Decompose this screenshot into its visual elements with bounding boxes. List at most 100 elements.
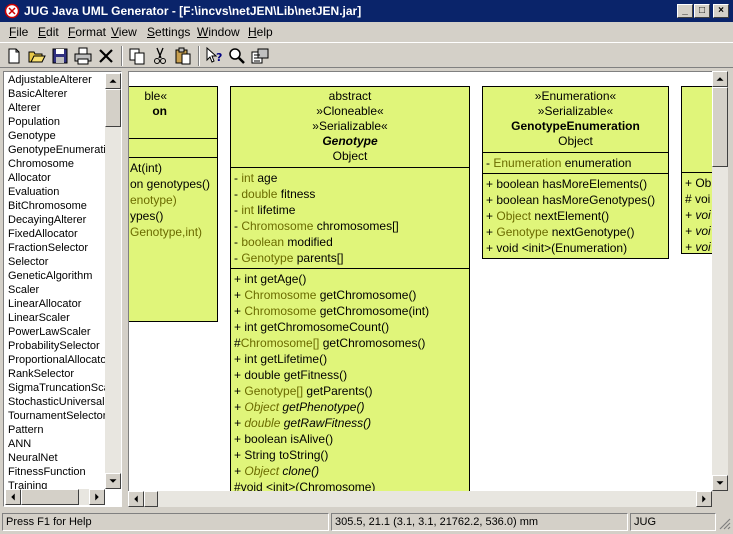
properties-icon[interactable] <box>250 46 270 66</box>
zoom-icon[interactable] <box>227 46 247 66</box>
method-row: #void <init>(Chromosome) <box>234 480 376 491</box>
list-item[interactable]: FixedAllocator <box>8 228 78 240</box>
svg-text:?: ? <box>216 51 222 64</box>
scroll-left-button[interactable] <box>128 491 144 507</box>
list-item[interactable]: StochasticUniversal <box>8 396 105 408</box>
scroll-up-button[interactable] <box>105 73 121 89</box>
open-icon[interactable] <box>27 46 47 66</box>
stereotype: ble« <box>144 89 167 103</box>
cut-icon[interactable] <box>150 46 170 66</box>
field-row: - boolean modified <box>234 235 333 249</box>
menu-format[interactable]: Format <box>68 25 107 39</box>
scroll-thumb[interactable] <box>21 489 79 505</box>
fields-section <box>129 139 217 158</box>
print-icon[interactable] <box>73 46 93 66</box>
scroll-down-button[interactable] <box>105 473 121 489</box>
method-row: + boolean isAlive() <box>234 432 334 446</box>
scroll-thumb[interactable] <box>105 89 121 127</box>
class-name: GenotypeEnumeration <box>511 119 640 133</box>
list-item[interactable]: Pattern <box>8 424 44 436</box>
list-item[interactable]: ANN <box>8 438 32 450</box>
list-item[interactable]: Genotype <box>8 130 56 142</box>
canvas-vertical-scrollbar[interactable] <box>712 71 728 491</box>
method-row: + Object clone() <box>234 464 320 478</box>
status-help-text: Press F1 for Help <box>2 513 329 531</box>
list-item[interactable]: ProportionalAllocator <box>8 354 111 366</box>
class-list-vertical-scrollbar[interactable] <box>105 73 121 489</box>
save-icon[interactable] <box>50 46 70 66</box>
list-item[interactable]: Alterer <box>8 102 41 114</box>
methods-section: + boolean hasMoreElements() + boolean ha… <box>483 174 668 258</box>
stereotype: »Serializable« <box>312 119 388 133</box>
list-item[interactable]: BitChromosome <box>8 200 87 212</box>
context-help-icon[interactable]: ? <box>204 46 224 66</box>
list-item[interactable]: RankSelector <box>8 368 75 380</box>
methods-section: + int getAge() + Chromosome getChromosom… <box>231 269 469 491</box>
arrow-left-icon <box>11 493 15 501</box>
fields-section: - int age - double fitness - int lifetim… <box>231 168 469 269</box>
class-list-horizontal-scrollbar[interactable] <box>5 489 105 505</box>
list-item[interactable]: LinearAllocator <box>8 298 82 310</box>
method-row: + void <init>(Enumeration) <box>486 241 628 255</box>
list-item[interactable]: Chromosome <box>8 158 75 170</box>
canvas-horizontal-scrollbar[interactable] <box>128 491 712 507</box>
minimize-button[interactable]: _ <box>677 4 693 18</box>
list-item[interactable]: DecayingAlterer <box>8 214 87 226</box>
list-item[interactable]: ProbabilitySelector <box>8 340 100 352</box>
diagram-canvas[interactable]: ble« on At(int) on genotypes() enotype) … <box>128 71 712 491</box>
list-item[interactable]: Selector <box>8 256 49 268</box>
new-icon[interactable] <box>4 46 24 66</box>
menu-file[interactable]: File <box>9 25 29 39</box>
uml-class-partial-right[interactable]: + Ob # voi + voi + voi + voi <box>681 86 712 254</box>
field-row: - Chromosome chromosomes[] <box>234 219 399 233</box>
menu-help[interactable]: Help <box>248 25 273 39</box>
list-item[interactable]: Allocator <box>8 172 51 184</box>
list-item[interactable]: Scaler <box>8 284 40 296</box>
list-item[interactable]: BasicAlterer <box>8 88 68 100</box>
arrow-right-icon <box>702 495 706 503</box>
method-row: + Object nextElement() <box>486 209 610 223</box>
menu-window[interactable]: Window <box>197 25 240 39</box>
scroll-thumb[interactable] <box>144 491 158 507</box>
list-item[interactable]: Evaluation <box>8 186 60 198</box>
scroll-up-button[interactable] <box>712 71 728 87</box>
uml-class-genotype-enumeration[interactable]: »Enumeration« »Serializable« GenotypeEnu… <box>482 86 669 259</box>
list-item[interactable]: LinearScaler <box>8 312 70 324</box>
menu-view[interactable]: View <box>111 25 137 39</box>
list-item[interactable]: FitnessFunction <box>8 466 86 478</box>
scroll-left-button[interactable] <box>5 489 21 505</box>
list-item[interactable]: FractionSelector <box>8 242 89 254</box>
method-row: + int getAge() <box>234 272 307 286</box>
stereotype: »Cloneable« <box>316 104 384 118</box>
paste-icon[interactable] <box>173 46 193 66</box>
list-item[interactable]: AdjustableAlterer <box>8 74 92 86</box>
arrow-up-icon <box>716 77 724 81</box>
menu-bar: File Edit Format View Settings Window He… <box>0 22 733 42</box>
list-item[interactable]: NeuralNet <box>8 452 58 464</box>
toolbar-separator <box>121 46 123 66</box>
maximize-button[interactable]: □ <box>694 4 710 18</box>
method-row: + voi <box>685 240 711 254</box>
menu-edit[interactable]: Edit <box>38 25 59 39</box>
copy-icon[interactable] <box>127 46 147 66</box>
list-item[interactable]: Population <box>8 116 60 128</box>
scroll-thumb[interactable] <box>712 87 728 167</box>
list-item[interactable]: PowerLawScaler <box>8 326 91 338</box>
delete-icon[interactable] <box>96 46 116 66</box>
scroll-right-button[interactable] <box>89 489 105 505</box>
resize-grip-icon[interactable] <box>717 516 731 530</box>
scroll-right-button[interactable] <box>696 491 712 507</box>
class-list[interactable]: AdjustableAlterer BasicAlterer Alterer P… <box>3 71 122 507</box>
app-icon[interactable] <box>4 3 20 19</box>
list-item[interactable]: GenotypeEnumeration <box>8 144 119 156</box>
stereotype: »Serializable« <box>537 104 614 118</box>
uml-class-genotype[interactable]: abstract »Cloneable« »Serializable« Geno… <box>230 86 470 491</box>
list-item[interactable]: GeneticAlgorithm <box>8 270 93 282</box>
scroll-down-button[interactable] <box>712 475 728 491</box>
list-item[interactable]: SigmaTruncationScaler <box>8 382 122 394</box>
close-button[interactable]: × <box>713 4 729 18</box>
toolbar: ? <box>0 42 733 68</box>
uml-class-partial-left[interactable]: ble« on At(int) on genotypes() enotype) … <box>129 86 218 322</box>
list-item[interactable]: TournamentSelector <box>8 410 107 422</box>
menu-settings[interactable]: Settings <box>147 25 191 39</box>
